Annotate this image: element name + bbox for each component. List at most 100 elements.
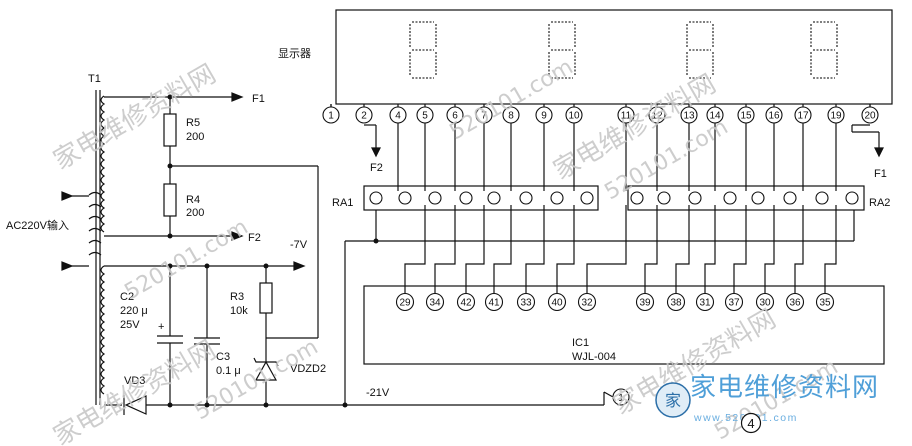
svg-text:15: 15 [740, 111, 752, 122]
display-pin-2: 2 [355, 106, 373, 124]
display-label: 显示器 [278, 47, 311, 60]
svg-text:12: 12 [651, 111, 663, 122]
ic-pin-38: 38 [666, 292, 686, 312]
svg-text:40: 40 [551, 298, 563, 309]
ic-pin-42: 42 [456, 292, 476, 312]
transformer-t1 [88, 90, 106, 405]
ic-pin-35: 35 [815, 292, 835, 312]
svg-text:10: 10 [568, 111, 580, 122]
ac-input-label: AC220V输入 [6, 218, 69, 232]
svg-text:41: 41 [488, 298, 500, 309]
ra-terminal [751, 191, 765, 205]
svg-text:16: 16 [768, 111, 780, 122]
wire-to-ic-pin-32 [586, 205, 627, 294]
display-panel [335, 9, 893, 105]
ic-pin-37: 37 [724, 292, 744, 312]
ic-pin-33: 33 [516, 292, 536, 312]
ra-terminal [815, 191, 829, 205]
svg-text:30: 30 [759, 298, 771, 309]
svg-text:35: 35 [819, 298, 831, 309]
ground-symbols [364, 124, 884, 158]
svg-text:33: 33 [520, 298, 532, 309]
display-pin-16: 16 [765, 106, 783, 124]
ic-pin-29: 29 [395, 292, 415, 312]
svg-text:42: 42 [460, 298, 472, 309]
r4-label: R4 [186, 194, 200, 206]
ra-terminal [783, 191, 797, 205]
display-pin-7: 7 [475, 106, 493, 124]
wire-to-ic-pin-42 [465, 205, 485, 294]
svg-text:8: 8 [508, 111, 514, 122]
zener-vdzd2 [253, 357, 279, 381]
c2-label: C2 [120, 291, 134, 303]
wire-to-ic-pin-38 [675, 205, 690, 294]
ic1-ref: IC1 [572, 337, 589, 349]
svg-text:7: 7 [481, 111, 487, 122]
wire-to-ic-pin-35 [824, 205, 837, 294]
display-pin-19: 19 [827, 106, 845, 124]
svg-text:39: 39 [639, 298, 651, 309]
svg-text:37: 37 [728, 298, 740, 309]
c3-value: 0.1 μ [216, 365, 241, 377]
svg-text:31: 31 [699, 298, 711, 309]
neg7v-label: -7V [290, 239, 308, 251]
figure-number: 4 [740, 412, 762, 434]
ra-terminal [723, 191, 737, 205]
ic-pin-31: 31 [695, 292, 715, 312]
wire-to-ic-pin-41 [493, 205, 512, 294]
wire-to-ic-pin-31 [704, 205, 716, 294]
svg-text:19: 19 [830, 111, 842, 122]
ra-terminal [688, 191, 702, 205]
ra-terminal [519, 191, 533, 205]
svg-text:1: 1 [328, 111, 334, 122]
neg21v-label: -21V [366, 387, 390, 399]
logo-glyph: 家 [665, 391, 681, 410]
ic-pin-39: 39 [635, 292, 655, 312]
ic-pin-36: 36 [785, 292, 805, 312]
wire-to-ic-pin-34 [434, 205, 456, 294]
svg-text:4: 4 [395, 111, 401, 122]
svg-text:34: 34 [429, 298, 441, 309]
wire-to-ic-pin-33 [525, 205, 545, 294]
svg-text:13: 13 [683, 111, 695, 122]
display-pin-14: 14 [706, 106, 724, 124]
ic-pin-40: 40 [547, 292, 567, 312]
f2-output-label: F2 [248, 232, 261, 244]
svg-text:4: 4 [747, 416, 754, 431]
svg-text:20: 20 [864, 111, 876, 122]
wire-to-ic-pin-30 [764, 205, 775, 294]
f1-output-label: F1 [252, 93, 265, 105]
ra-terminal [398, 191, 412, 205]
logo-emblem [655, 382, 691, 418]
ic1-part: WJL-004 [572, 351, 616, 363]
ic-pin-32: 32 [577, 292, 597, 312]
wire-to-ic-pin-40 [556, 205, 575, 294]
svg-text:17: 17 [797, 111, 809, 122]
ra-terminal [487, 191, 501, 205]
display-ic-wiring [330, 104, 871, 294]
junction-dots-upper [167, 94, 173, 239]
display-pin-4: 4 [389, 106, 407, 124]
ra-terminal [459, 191, 473, 205]
diode-vd3 [123, 395, 147, 415]
wire-to-ic-pin-37 [733, 205, 747, 294]
ic-pins: 29 34 42 41 33 40 32 39 38 31 37 30 36 35 [395, 292, 835, 312]
ra-terminal [428, 191, 442, 205]
t1-label: T1 [88, 73, 101, 85]
svg-text:29: 29 [399, 298, 411, 309]
ic1-pin1-lead [603, 391, 614, 398]
display-pin-11: 11 [617, 106, 635, 124]
r5-value: 200 [186, 131, 204, 143]
ra-terminal [630, 191, 644, 205]
f2-display-label: F2 [370, 162, 383, 174]
c2-value: 220 μ [120, 305, 148, 317]
lower-secondary-wiring [104, 208, 855, 406]
svg-text:36: 36 [789, 298, 801, 309]
ra-terminal [845, 191, 859, 205]
logo-brand-text: 家电维修资料网 [690, 373, 879, 403]
c3-label: C3 [216, 351, 230, 363]
svg-text:6: 6 [452, 111, 458, 122]
r4-value: 200 [186, 207, 204, 219]
r5-label: R5 [186, 117, 200, 129]
